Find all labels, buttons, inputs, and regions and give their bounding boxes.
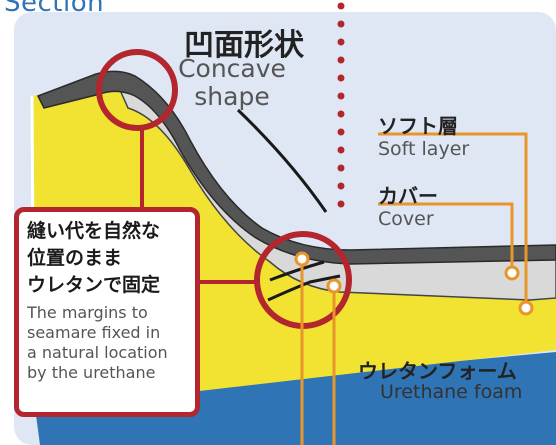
section-title: Section bbox=[4, 0, 105, 18]
concave-label-en-line2: shape bbox=[194, 82, 270, 111]
base-frame bbox=[34, 352, 556, 445]
cover-label-jp: カバー bbox=[378, 184, 438, 208]
callout-en-line: a natural location bbox=[27, 343, 168, 362]
concave-label-en-line1: Concave bbox=[178, 54, 286, 83]
concave-indicator-arc bbox=[236, 108, 328, 213]
soft-layer-label-en: Soft layer bbox=[378, 138, 470, 160]
callout-jp-line: 位置のまま bbox=[27, 247, 123, 269]
cover-label-en: Cover bbox=[378, 208, 434, 230]
callout-en-line: The margins to bbox=[27, 303, 148, 322]
seam-dot-left bbox=[294, 251, 310, 267]
soft-layer-leader bbox=[378, 132, 528, 304]
urethane-label-en: Urethane foam bbox=[380, 381, 523, 403]
corner-highlight-circle bbox=[96, 49, 178, 131]
leader-lines bbox=[300, 132, 528, 445]
cover-leader bbox=[378, 202, 514, 270]
cover-dot bbox=[504, 265, 520, 281]
soft-layer-dot bbox=[518, 300, 534, 316]
seam-margin-lines bbox=[267, 260, 341, 302]
concave-label-jp: 凹面形状 bbox=[184, 28, 304, 63]
seam-dot-right bbox=[326, 278, 342, 294]
callout-en-text: The margins to seamare fixed in a natura… bbox=[27, 303, 187, 383]
center-dotted-line bbox=[337, 2, 345, 208]
callout-en-line: seamare fixed in bbox=[27, 323, 161, 342]
soft-layer-label-jp: ソフト層 bbox=[378, 114, 458, 138]
callout-en-line: by the urethane bbox=[27, 363, 156, 382]
callout-jp-line: 縫い代を自然な bbox=[27, 220, 161, 242]
leader-dots bbox=[294, 251, 534, 316]
urethane-label-jp: ウレタンフォーム bbox=[358, 359, 517, 383]
seam-callout-box: 縫い代を自然な 位置のまま ウレタンで固定 The margins to sea… bbox=[14, 207, 200, 417]
cover-layer bbox=[36, 70, 556, 265]
callout-jp-line: ウレタンで固定 bbox=[27, 274, 161, 296]
